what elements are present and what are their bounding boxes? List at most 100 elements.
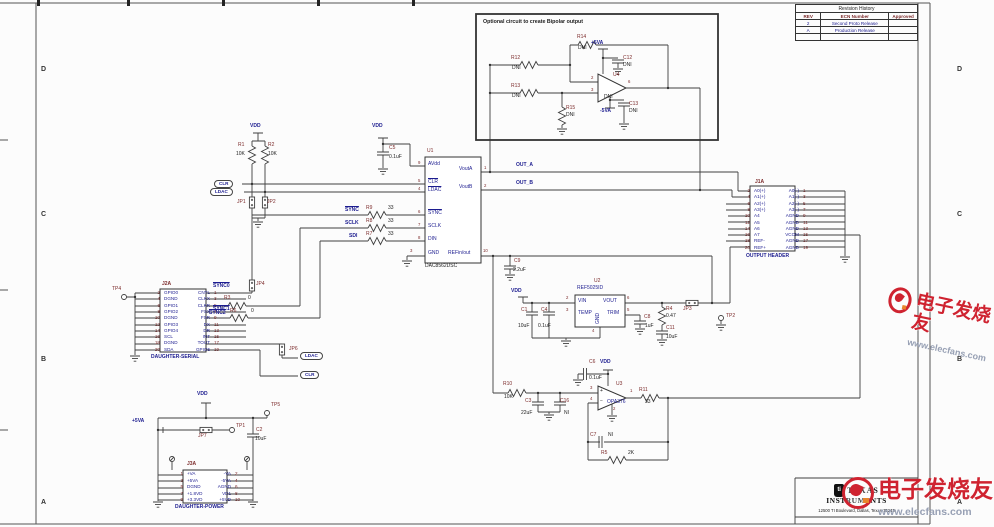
zone-letter-left-b: B bbox=[41, 356, 47, 363]
jp1-ref: JP1 bbox=[237, 199, 246, 205]
c8-val: 1uF bbox=[645, 323, 654, 329]
c6-ref: C6 bbox=[589, 359, 596, 365]
u1-num-10: 10 bbox=[483, 248, 488, 253]
resistor-icon bbox=[519, 61, 539, 69]
u1-num-9: 9 bbox=[418, 160, 421, 165]
r8-ref: R8 bbox=[366, 218, 373, 224]
net-sync: SYNC bbox=[345, 207, 359, 213]
u4-num-2: 2 bbox=[591, 75, 594, 80]
u4-opamp-icon bbox=[597, 73, 628, 103]
u2-ref: U2 bbox=[594, 278, 601, 284]
u1-num-7: 7 bbox=[418, 222, 421, 227]
vdd-j3a: VDD bbox=[197, 391, 208, 397]
u4-num-3: 3 bbox=[591, 87, 594, 92]
r9-ref: R9 bbox=[366, 205, 373, 211]
u1-num-2: 2 bbox=[484, 183, 487, 188]
u2-ref-box bbox=[574, 294, 626, 328]
r5-val: 2K bbox=[628, 450, 635, 456]
sheet-frame bbox=[0, 2, 931, 525]
junction-dots bbox=[133, 56, 714, 444]
jp4-ref: JP4 bbox=[256, 281, 265, 287]
revision-history-title: Revision History bbox=[795, 4, 918, 13]
r8-val: 33 bbox=[388, 218, 394, 224]
r5-ref: R5 bbox=[601, 450, 608, 456]
c2-val: 10uF bbox=[255, 436, 267, 442]
u1-pin-gnd: GND bbox=[428, 250, 440, 256]
u1-pin-voutb: VoutB bbox=[459, 184, 473, 190]
r3-val: 0 bbox=[248, 295, 251, 301]
r14-val: DNI bbox=[578, 45, 587, 51]
u2-pin-gnd: GND bbox=[595, 312, 601, 324]
r10-ref: R10 bbox=[503, 381, 513, 387]
r2-val: 10K bbox=[268, 151, 277, 157]
u1-pin-clr: CLR bbox=[428, 179, 439, 185]
u2-num-6: 6 bbox=[627, 295, 630, 300]
jp7-ref: JP7 bbox=[198, 433, 207, 439]
tp1-ref: TP1 bbox=[236, 423, 246, 429]
r12-ref: R12 bbox=[511, 55, 521, 61]
r9-val: 33 bbox=[388, 205, 394, 211]
net-outb: OUT_B bbox=[516, 180, 533, 186]
u3-plus: + bbox=[600, 388, 603, 394]
u1-pin-sclk: SCLK bbox=[428, 223, 442, 229]
j1a-caption: OUTPUT HEADER bbox=[746, 253, 790, 259]
u3-opamp-icon bbox=[597, 385, 628, 411]
u4-val: DNI bbox=[604, 94, 613, 100]
net-outa: OUT_A bbox=[516, 162, 533, 168]
optional-circuit-caption: Optional circuit to create Bipolar outpu… bbox=[483, 19, 584, 25]
u2-num-4: 4 bbox=[592, 328, 595, 333]
c3-ref: C3 bbox=[525, 398, 532, 404]
u2-part: REF5025ID bbox=[577, 285, 604, 291]
rev-col-header: REV bbox=[794, 12, 822, 20]
r4-val: 0.47 bbox=[666, 313, 676, 319]
c4-ref: C4 bbox=[541, 307, 548, 313]
u2-pin-vin: VIN bbox=[578, 298, 587, 304]
c4-val: 0.1uF bbox=[538, 323, 551, 329]
u3-num-1: 1 bbox=[630, 388, 633, 393]
vdd-u3: VDD bbox=[600, 359, 611, 365]
r1-val: 10K bbox=[236, 151, 245, 157]
jumper-icon bbox=[248, 196, 256, 209]
vdd-u2: VDD bbox=[511, 288, 522, 294]
u1-dac-box bbox=[424, 156, 482, 264]
c11-val: 10uF bbox=[666, 334, 678, 340]
u3-num-4: 4 bbox=[590, 396, 593, 401]
zone-letter-right-a: A bbox=[957, 499, 963, 506]
c2-ref: C2 bbox=[256, 427, 263, 433]
r14-ref: R14 bbox=[577, 34, 587, 40]
ground-icon bbox=[377, 168, 389, 175]
j2a-caption: DAUGHTER-SERIAL bbox=[151, 354, 200, 360]
r15-ref: R15 bbox=[566, 105, 576, 111]
r11-val: 33 bbox=[645, 399, 651, 405]
net-sync0: SYNC0 bbox=[213, 283, 230, 289]
net-sync2: SYNC2 bbox=[209, 310, 226, 316]
u1-num-1: 1 bbox=[484, 165, 487, 170]
optional-circuit-box bbox=[475, 13, 719, 141]
u2-num-3: 3 bbox=[566, 307, 569, 312]
c6-val: 0.1uF bbox=[589, 375, 602, 381]
net-sclk: SCLK bbox=[345, 220, 359, 226]
zone-letter-left-a: A bbox=[41, 499, 47, 506]
r13-ref: R13 bbox=[511, 83, 521, 89]
r6-val: 0 bbox=[251, 308, 254, 314]
c3-val: 22uF bbox=[521, 410, 533, 416]
ti-logo-icon: ti bbox=[834, 484, 845, 497]
c11-ref: C11 bbox=[666, 325, 675, 331]
zone-letter-left-d: D bbox=[41, 66, 47, 73]
u1-num-4: 4 bbox=[418, 186, 421, 191]
